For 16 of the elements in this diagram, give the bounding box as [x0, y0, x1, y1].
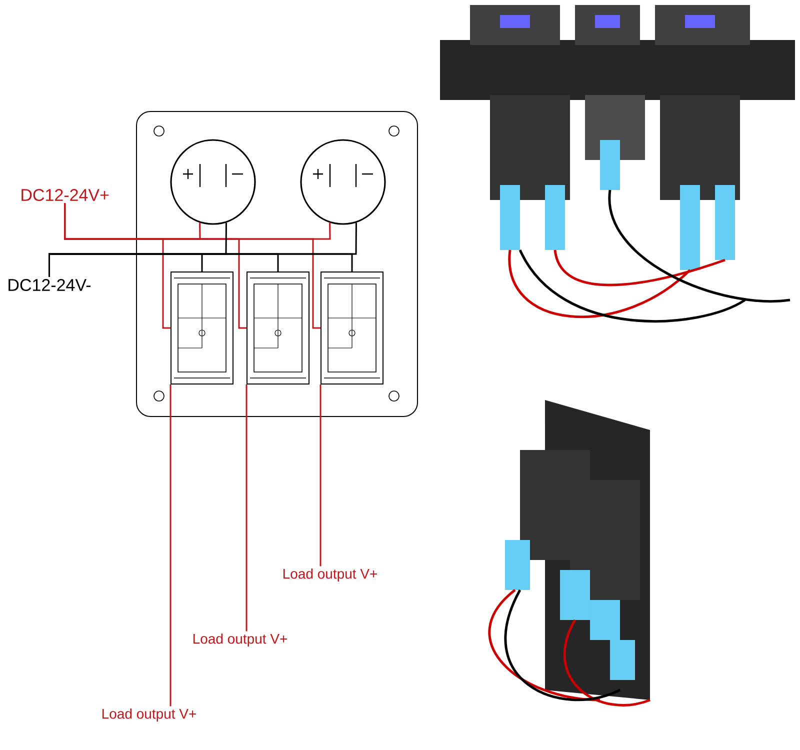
mounting-panel: [136, 111, 418, 417]
wire: [170, 384, 172, 706]
wire-label: DC12-24V-: [8, 278, 91, 292]
wire: [64, 203, 320, 329]
wire-label: Load output V+: [193, 633, 287, 647]
wire: [320, 384, 322, 566]
power-socket: [170, 139, 256, 225]
rocker-switch: [246, 272, 310, 384]
rocker-switch: [170, 272, 234, 384]
wire: [48, 253, 353, 277]
wire-label: Load output V+: [283, 568, 377, 582]
rocker-switch: [320, 272, 384, 384]
power-socket: [300, 139, 386, 225]
wire-label: DC12-24V+: [22, 188, 109, 202]
wire: [246, 384, 248, 632]
wire-label: Load output V+: [102, 708, 196, 722]
